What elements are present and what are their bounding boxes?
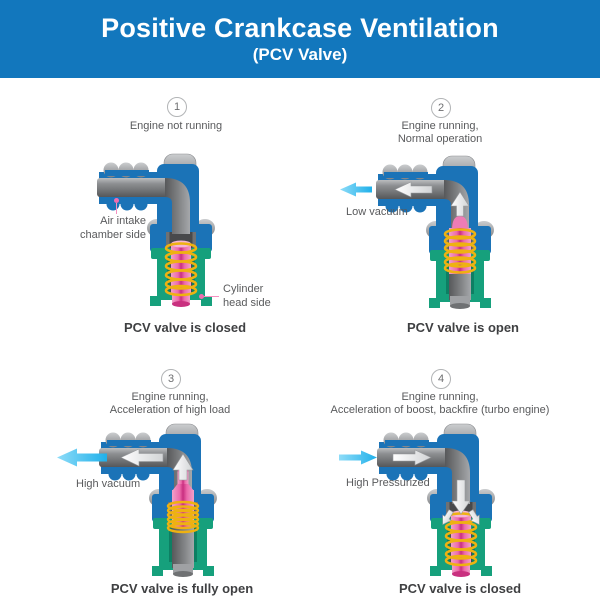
high-vacuum-label: High vacuum bbox=[76, 478, 141, 490]
flow-arrow-down-left-icon bbox=[442, 509, 454, 525]
low-vacuum-arrow-icon bbox=[340, 182, 372, 197]
panel-4-description: Engine running, Acceleration of boost, b… bbox=[330, 391, 550, 416]
pcv-valve-diagram-open bbox=[340, 155, 495, 311]
panel-2-description: Engine running, Normal operation bbox=[397, 120, 483, 145]
page-subtitle: (PCV Valve) bbox=[252, 44, 348, 64]
high-pressurized-label: High Pressurized bbox=[346, 477, 430, 489]
leader-dot bbox=[114, 198, 119, 203]
leader-line bbox=[116, 203, 117, 214]
low-vacuum-label: Low vacuum bbox=[346, 206, 408, 218]
leader-line bbox=[204, 296, 219, 297]
header-banner: Positive Crankcase Ventilation (PCV Valv… bbox=[0, 0, 600, 78]
flow-arrow-down-icon bbox=[451, 479, 471, 515]
page-title: Positive Crankcase Ventilation bbox=[101, 12, 499, 43]
panel-1-description: Engine not running bbox=[129, 120, 223, 132]
high-vacuum-arrow-icon bbox=[57, 448, 107, 467]
flow-arrow-left-icon bbox=[394, 181, 433, 198]
air-intake-label: Air intake chamber side bbox=[79, 215, 146, 241]
panel-4-caption: PCV valve is closed bbox=[398, 581, 522, 596]
leader-dot bbox=[199, 294, 204, 299]
panel-2-number: 2 bbox=[431, 98, 451, 118]
panel-3-number: 3 bbox=[161, 369, 181, 389]
panel-4-number: 4 bbox=[431, 369, 451, 389]
flow-arrow-up-icon bbox=[450, 191, 470, 217]
pressure-arrow-right-icon bbox=[339, 450, 377, 465]
panel-3-caption: PCV valve is fully open bbox=[110, 581, 254, 596]
flow-arrow-left-icon bbox=[120, 448, 164, 467]
panel-1-number: 1 bbox=[167, 97, 187, 117]
panel-3-description: Engine running, Acceleration of high loa… bbox=[109, 391, 231, 416]
panel-1-caption: PCV valve is closed bbox=[123, 320, 247, 335]
flow-arrow-down-right-icon bbox=[468, 509, 480, 525]
panel-2-caption: PCV valve is open bbox=[407, 320, 519, 335]
cylinder-head-label: Cylinder head side bbox=[223, 283, 271, 309]
pcv-valve-diagram-closed-2 bbox=[339, 423, 496, 579]
flow-arrow-right-icon bbox=[392, 449, 432, 466]
pcv-valve-diagram-fully-open bbox=[57, 423, 218, 579]
flow-arrow-up-icon bbox=[172, 453, 194, 481]
